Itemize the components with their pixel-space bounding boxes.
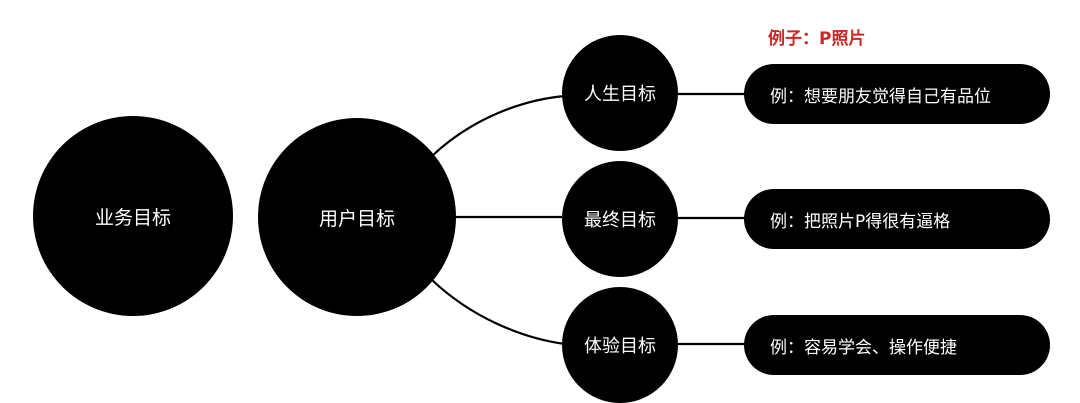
life-goal-node: 人生目标 bbox=[562, 35, 678, 151]
final-goal-node: 最终目标 bbox=[562, 161, 678, 277]
business-goal-node: 业务目标 bbox=[33, 116, 233, 316]
final-goal-example: 例：把照片P得很有逼格 bbox=[744, 189, 1050, 249]
user-goal-node: 用户目标 bbox=[258, 118, 456, 316]
example-annotation: 例子：P照片 bbox=[768, 29, 866, 49]
connector-user-to-experience bbox=[431, 279, 566, 346]
experience-goal-node: 体验目标 bbox=[562, 287, 678, 403]
experience-goal-example: 例：容易学会、操作便捷 bbox=[744, 315, 1050, 375]
connector-user-to-life bbox=[431, 94, 566, 157]
life-goal-example: 例：想要朋友觉得自己有品位 bbox=[744, 64, 1050, 124]
